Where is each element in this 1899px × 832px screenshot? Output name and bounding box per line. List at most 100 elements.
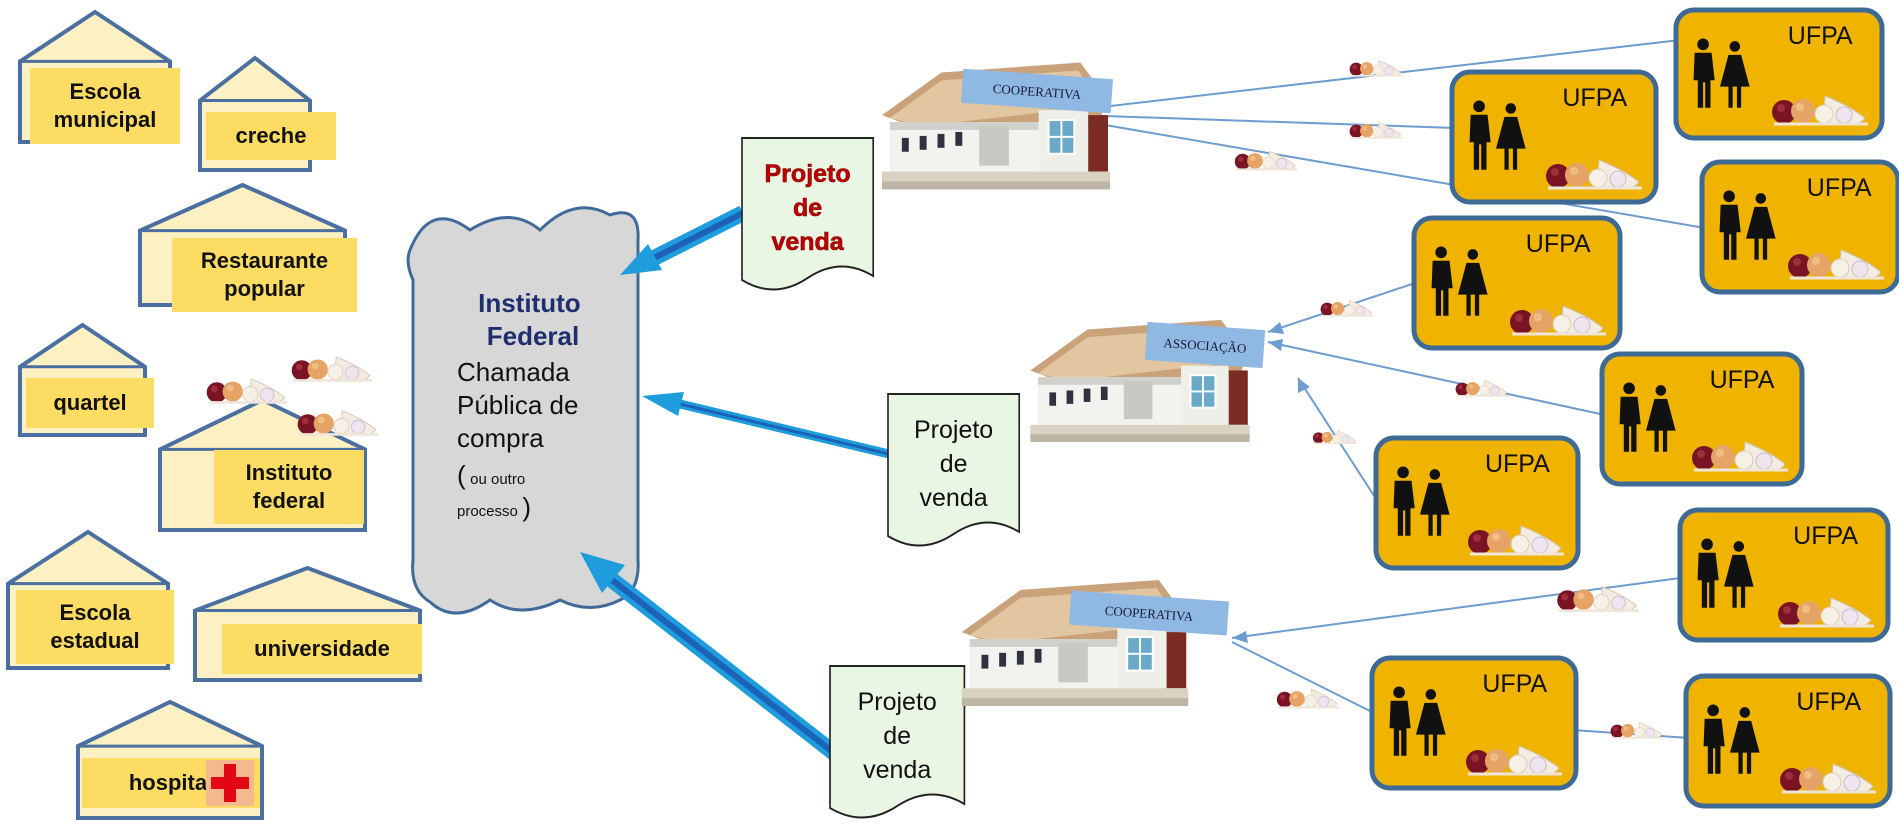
project-documents: ProjetodevendaProjetodevendaProjetodeven… <box>741 137 1021 819</box>
scroll-note-2: processo ) <box>457 492 531 522</box>
onion-garlic-icon <box>1348 59 1404 77</box>
scroll-body: Chamada Pública de compra <box>457 357 586 453</box>
building-sign <box>1144 321 1266 369</box>
institution-label: creche <box>236 123 307 148</box>
institution-label-box <box>222 624 422 674</box>
project-label: Projeto <box>765 160 851 188</box>
institution-label: hospital <box>129 770 213 795</box>
institution-universidade: universidade <box>193 565 422 682</box>
project-document-2: Projeto de venda <box>887 393 1021 547</box>
institution-label-box <box>214 450 364 524</box>
ufpa-box: UFPA <box>1599 351 1805 487</box>
institution-label-box <box>26 378 154 428</box>
ufpa-box: UFPA <box>1673 7 1885 141</box>
connector-line <box>1075 114 1456 129</box>
institution-label: popular <box>224 276 305 301</box>
project-label: Projeto <box>858 688 937 716</box>
onion-garlic-icon <box>1609 721 1665 739</box>
institution-label-box <box>30 68 180 144</box>
arrowhead <box>1232 631 1248 643</box>
ufpa-label: UFPA <box>1807 174 1872 202</box>
connector-line <box>1075 119 1706 229</box>
building-sign <box>960 68 1114 114</box>
arrowhead <box>1268 322 1284 334</box>
ufpa-box: UFPA <box>1411 215 1623 351</box>
arrow-project-3 <box>580 552 843 763</box>
arrowhead <box>1268 339 1283 351</box>
building-sign-label: COOPERATIVA <box>992 81 1082 102</box>
institution-hospital: hospital <box>76 699 264 820</box>
building-sign <box>1069 590 1229 636</box>
ufpa-box: UFPA <box>1449 69 1659 205</box>
onion-garlic-icon <box>1454 379 1510 397</box>
project-document-1: Projeto de venda <box>741 137 875 291</box>
ufpa-label: UFPA <box>1710 366 1775 394</box>
institution-quartel: quartel <box>18 322 154 437</box>
ufpa-label: UFPA <box>1788 22 1853 50</box>
institution-label: estadual <box>50 628 139 653</box>
institution-label: Instituto <box>246 460 333 485</box>
ufpa-label: UFPA <box>1526 230 1591 258</box>
scroll-title: Instituto Federal <box>478 288 588 351</box>
onion-garlic-icon <box>1312 429 1358 445</box>
institution-escola-estadual: Escola estadual <box>6 529 174 670</box>
ufpa-label: UFPA <box>1796 688 1861 716</box>
ufpa-box: UFPA <box>1369 655 1579 791</box>
ufpa-box: UFPA <box>1699 159 1899 295</box>
scroll-note: ( ou outro <box>457 460 525 490</box>
institution-label: Escola <box>70 79 142 104</box>
project-label: venda <box>771 228 844 256</box>
project-label: venda <box>920 484 988 512</box>
submission-arrows <box>580 205 895 763</box>
project-document-3: Projeto de venda <box>829 665 966 819</box>
ufpa-box: UFPA <box>1373 435 1581 571</box>
cooperative-building-1: COOPERATIVA <box>882 61 1114 190</box>
institution-restaurante-popular: Restaurante popular <box>138 182 357 312</box>
institution-label: universidade <box>254 636 390 661</box>
building-sign-label: ASSOCIAÇÃO <box>1163 335 1247 356</box>
ufpa-box: UFPA <box>1683 673 1893 809</box>
institution-label: quartel <box>53 390 126 415</box>
red-cross-icon <box>206 760 254 806</box>
producer-units: UFPA UFPA UFPA UFPA UFPA UFPA UFPA UFPA UFPA <box>1369 7 1899 809</box>
onion-garlic-icon <box>296 409 380 436</box>
project-label: Projeto <box>914 416 993 444</box>
arrow-project-1 <box>620 205 747 275</box>
onion-garlic-icon <box>205 377 289 404</box>
association-building: ASSOCIAÇÃO <box>1029 318 1266 442</box>
onion-garlic-icon <box>1555 585 1641 613</box>
project-label: de <box>793 194 822 222</box>
institution-label: Restaurante <box>201 248 328 273</box>
arrowhead <box>1298 378 1310 393</box>
institution-label-box <box>172 238 357 312</box>
institution-creche: creche <box>198 55 336 172</box>
organization-buildings: COOPERATIVA ASSOCIAÇÃO COOPERATIVA <box>882 61 1266 706</box>
onion-garlic-icon <box>1319 299 1375 317</box>
institution-instituto-federal: Instituto federal <box>158 397 367 532</box>
cooperative-building-2: COOPERATIVA <box>960 578 1229 706</box>
connector-line <box>1267 341 1606 416</box>
institution-label-box <box>206 112 336 160</box>
ufpa-label: UFPA <box>1482 670 1547 698</box>
institution-escola-municipal: Escola municipal <box>18 9 180 144</box>
institution-label: Escola <box>60 600 132 625</box>
project-label: de <box>940 450 968 478</box>
ufpa-label: UFPA <box>1793 522 1858 550</box>
project-label: de <box>883 722 911 750</box>
onion-garlic-icon <box>1233 150 1299 171</box>
ufpa-label: UFPA <box>1485 450 1550 478</box>
onion-garlic-icon <box>290 355 374 382</box>
connector-line <box>1231 641 1373 713</box>
institution-label: federal <box>253 488 325 513</box>
ufpa-label: UFPA <box>1562 84 1627 112</box>
public-call-scroll: Instituto Federal Chamada Pública de com… <box>406 206 640 615</box>
institution-label: municipal <box>54 107 157 132</box>
institution-label-box <box>16 590 174 664</box>
scroll-shape <box>406 206 640 615</box>
project-label: venda <box>863 756 931 784</box>
arrow-project-2 <box>642 392 895 460</box>
ufpa-box: UFPA <box>1677 507 1891 643</box>
building-sign-label: COOPERATIVA <box>1104 603 1194 624</box>
